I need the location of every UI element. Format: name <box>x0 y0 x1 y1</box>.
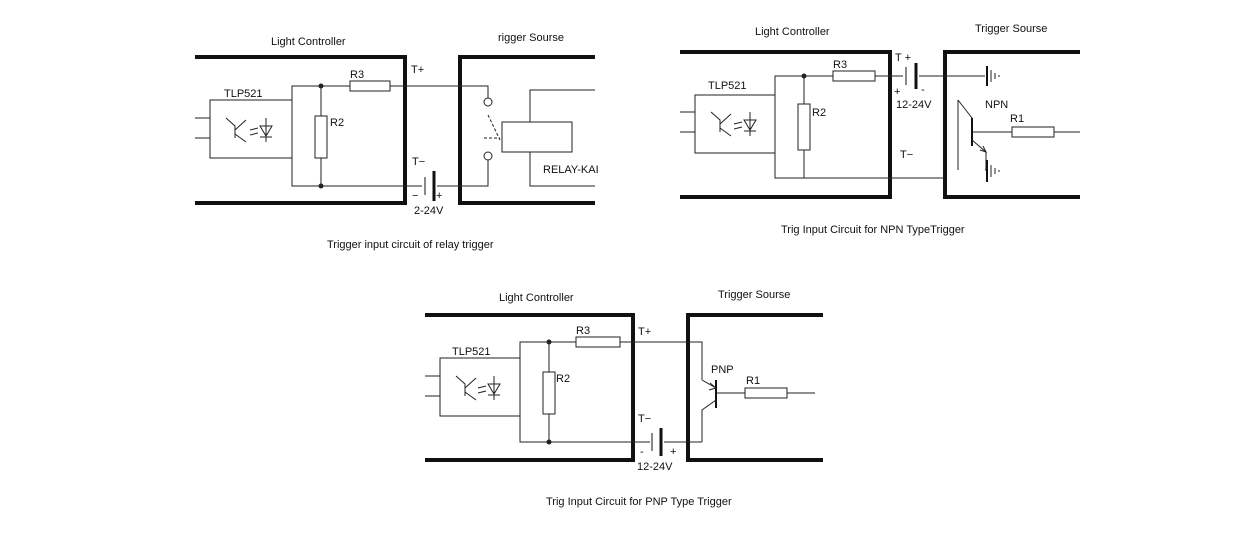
pnp-r2-label: R2 <box>556 373 570 385</box>
pnp-transistor-label: PNP <box>711 364 734 376</box>
npn-r1-label: R1 <box>1010 113 1024 125</box>
npn-battery-plus: + <box>894 86 900 98</box>
npn-controller-box <box>680 50 892 199</box>
npn-opto-label: TLP521 <box>708 80 747 92</box>
npn-voltage-label: 12-24V <box>896 99 932 111</box>
pnp-r3-resistor <box>575 336 621 348</box>
relay-r2-resistor <box>314 115 328 159</box>
npn-source-label: Trigger Sourse <box>975 23 1047 35</box>
relay-tminus-label: T− <box>412 156 425 168</box>
relay-opto-label: TLP521 <box>224 88 263 100</box>
npn-r2-resistor <box>797 103 811 151</box>
relay-model-label: RELAY-KAI <box>543 164 599 176</box>
pnp-battery-minus: - <box>640 446 644 458</box>
pnp-battery-plus: + <box>670 446 676 458</box>
npn-r2-label: R2 <box>812 107 826 119</box>
npn-r1-resistor <box>1011 126 1055 138</box>
npn-ground-bottom-icon <box>985 160 1000 182</box>
npn-transistor-label: NPN <box>985 99 1008 111</box>
npn-battery-minus: - <box>921 84 925 96</box>
npn-tplus-label: T + <box>895 52 911 64</box>
relay-r2-label: R2 <box>330 117 344 129</box>
relay-source-box <box>458 55 595 205</box>
relay-controller-box <box>195 55 407 205</box>
relay-tplus-label: T+ <box>411 64 424 76</box>
pnp-source-box <box>686 313 823 462</box>
pnp-source-label: Trigger Sourse <box>718 289 790 301</box>
pnp-trigger-diagram: Light Controller Trigger Sourse TLP521 R… <box>425 289 823 508</box>
pnp-voltage-label: 12-24V <box>637 461 673 473</box>
pnp-controller-box <box>425 313 635 462</box>
relay-voltage-label: 2-24V <box>414 205 444 217</box>
npn-source-box <box>943 50 1080 199</box>
pnp-r1-label: R1 <box>746 375 760 387</box>
relay-r3-label: R3 <box>350 69 364 81</box>
relay-r3-resistor <box>349 80 391 92</box>
relay-optocoupler: TLP521 <box>195 88 293 159</box>
pnp-tminus-label: T− <box>638 413 651 425</box>
pnp-tplus-label: T+ <box>638 326 651 338</box>
pnp-opto-label: TLP521 <box>452 346 491 358</box>
pnp-transistor: PNP <box>701 364 745 442</box>
pnp-r2-resistor <box>542 371 556 415</box>
relay-caption: Trigger input circuit of relay trigger <box>327 239 494 251</box>
npn-ground-top-icon <box>945 66 1000 86</box>
npn-caption: Trig Input Circuit for NPN TypeTrigger <box>781 224 965 236</box>
pnp-caption: Trig Input Circuit for PNP Type Trigger <box>546 496 732 508</box>
relay-battery-minus: − <box>412 190 418 202</box>
npn-r3-label: R3 <box>833 59 847 71</box>
relay-trigger-diagram: Light Controller rigger Sourse TLP521 R3… <box>195 32 599 251</box>
pnp-r3-label: R3 <box>576 325 590 337</box>
npn-trigger-diagram: Light Controller Trigger Sourse TLP521 R… <box>680 23 1080 236</box>
relay-battery-plus: + <box>436 190 442 202</box>
npn-transistor: NPN <box>957 99 1012 170</box>
relay-controller-label: Light Controller <box>271 36 346 48</box>
pnp-optocoupler: TLP521 <box>425 346 521 417</box>
npn-r3-resistor <box>832 70 876 82</box>
relay-source-label: rigger Sourse <box>498 32 564 44</box>
relay-coil <box>501 121 573 153</box>
npn-tminus-label: T− <box>900 149 913 161</box>
pnp-r1-resistor <box>744 387 788 399</box>
npn-optocoupler: TLP521 <box>680 80 776 154</box>
npn-controller-label: Light Controller <box>755 26 830 38</box>
pnp-controller-label: Light Controller <box>499 292 574 304</box>
